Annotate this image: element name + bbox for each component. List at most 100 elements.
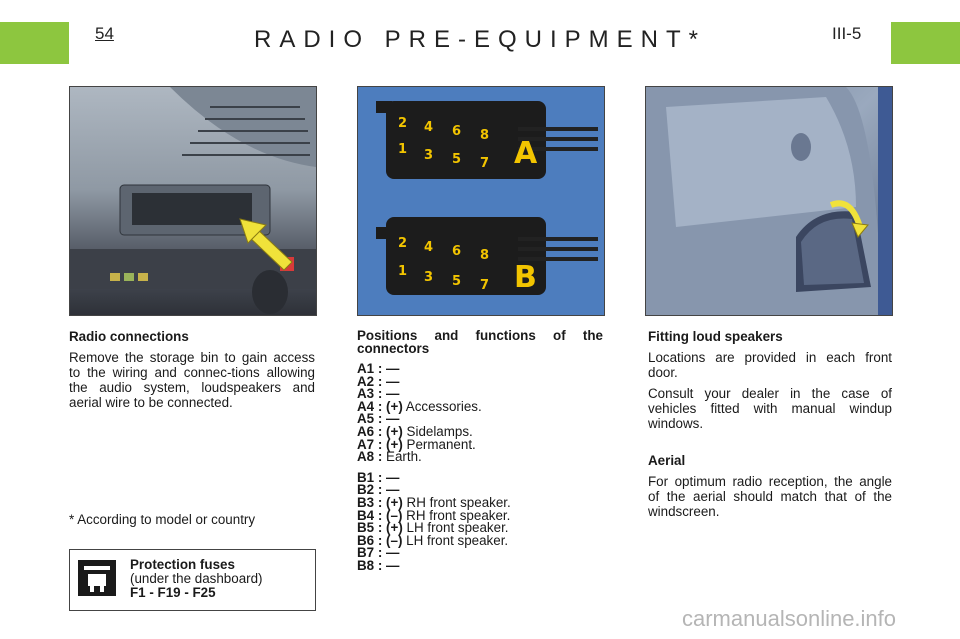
loud-speakers-heading: Fitting loud speakers bbox=[648, 329, 783, 344]
connector-polarity: (–) bbox=[386, 507, 403, 523]
pin-b-7: 7 bbox=[480, 278, 489, 293]
connector-item: A7 : (+) Permanent. bbox=[357, 436, 603, 452]
door-illustration bbox=[646, 87, 892, 315]
fuse-codes: F1 - F19 - F25 bbox=[130, 585, 216, 600]
pin-a-4: 4 bbox=[424, 120, 433, 135]
connector-positions-section: Positions and functions of the connector… bbox=[357, 329, 603, 573]
pin-b-4: 4 bbox=[424, 240, 433, 255]
fuse-location: (under the dashboard) bbox=[130, 571, 263, 586]
connector-code: B3 : bbox=[357, 494, 383, 510]
connector-polarity: (+) bbox=[386, 423, 403, 439]
connector-item: A1 : — bbox=[357, 361, 603, 376]
connector-positions-heading: Positions and functions of the connector… bbox=[357, 328, 603, 356]
dashboard-illustration bbox=[70, 87, 316, 314]
connector-code: B5 : bbox=[357, 520, 383, 536]
connector-code: A7 : bbox=[357, 436, 383, 452]
fuse-icon bbox=[78, 560, 116, 596]
page-number[interactable]: 54 bbox=[95, 24, 114, 43]
connector-code: A2 : bbox=[357, 373, 383, 389]
connector-b-list: B1 : — B2 : — B3 : (+) RH front speaker.… bbox=[357, 469, 603, 573]
connector-polarity: — bbox=[386, 482, 400, 498]
connector-item: B4 : (–) RH front speaker. bbox=[357, 507, 603, 523]
connector-polarity: — bbox=[386, 545, 400, 561]
connector-description: RH front speaker. bbox=[406, 494, 511, 510]
connector-code: B2 : bbox=[357, 482, 383, 498]
connector-code: A1 : bbox=[357, 361, 383, 376]
connector-description: Permanent. bbox=[406, 436, 476, 452]
connector-code: B1 : bbox=[357, 469, 383, 485]
pin-b-8: 8 bbox=[480, 248, 489, 263]
connector-item: B8 : — bbox=[357, 557, 603, 573]
radio-connections-section: Radio connections Remove the storage bin… bbox=[69, 329, 315, 410]
connector-code: B4 : bbox=[357, 507, 383, 523]
connector-description: LH front speaker. bbox=[406, 520, 509, 536]
radio-connections-heading: Radio connections bbox=[69, 329, 189, 344]
connector-code: A8 : bbox=[357, 449, 383, 465]
connector-item: B5 : (+) LH front speaker. bbox=[357, 520, 603, 536]
pin-a-7: 7 bbox=[480, 156, 489, 171]
watermark: carmanualsonline.info bbox=[682, 606, 897, 631]
connector-polarity: — bbox=[386, 411, 400, 427]
loud-speakers-p1: Locations are provided in each front doo… bbox=[648, 350, 892, 380]
connector-item: A3 : — bbox=[357, 386, 603, 402]
connector-polarity: — bbox=[386, 386, 400, 402]
connector-item: B6 : (–) LH front speaker. bbox=[357, 532, 603, 548]
connector-item: B1 : — bbox=[357, 469, 603, 485]
connector-item: A2 : — bbox=[357, 373, 603, 389]
door-speaker-photo bbox=[645, 86, 893, 316]
connector-code: A4 : bbox=[357, 398, 383, 414]
connector-polarity: — bbox=[386, 469, 400, 485]
connector-polarity: — bbox=[386, 373, 400, 389]
connector-polarity: (+) bbox=[386, 398, 403, 414]
pin-a-6: 6 bbox=[452, 124, 461, 139]
pin-a-8: 8 bbox=[480, 128, 489, 143]
connector-code: B8 : bbox=[357, 557, 383, 573]
pin-b-1: 1 bbox=[398, 264, 407, 279]
connector-description: LH front speaker. bbox=[406, 532, 509, 548]
connector-item: A6 : (+) Sidelamps. bbox=[357, 423, 603, 439]
pin-b-2: 2 bbox=[398, 236, 407, 251]
connector-item: A8 : Earth. bbox=[357, 449, 603, 465]
connector-polarity: — bbox=[386, 361, 400, 376]
header-green-block-right bbox=[891, 22, 960, 64]
fuse-info: Protection fuses (under the dashboard) F… bbox=[130, 558, 263, 600]
connector-b: 2 4 6 8 1 3 5 7 B bbox=[376, 217, 598, 295]
pin-a-5: 5 bbox=[452, 152, 461, 167]
connector-item: B3 : (+) RH front speaker. bbox=[357, 494, 603, 510]
connector-a: 2 4 6 8 1 3 5 7 A bbox=[376, 101, 598, 179]
connector-item: B2 : — bbox=[357, 482, 603, 498]
section-reference: III-5 bbox=[832, 24, 862, 43]
connector-description: Accessories. bbox=[405, 398, 482, 414]
dashboard-photo bbox=[69, 86, 317, 316]
pin-a-3: 3 bbox=[424, 148, 433, 163]
connector-description: Sidelamps. bbox=[406, 423, 473, 439]
connector-polarity: — bbox=[386, 557, 400, 573]
connector-label-a: A bbox=[514, 136, 538, 171]
connector-code: B6 : bbox=[357, 532, 383, 548]
pin-b-3: 3 bbox=[424, 270, 433, 285]
page-title: RADIO PRE-EQUIPMENT* bbox=[253, 26, 707, 53]
connector-code: A6 : bbox=[357, 423, 383, 439]
footnote: * According to model or country bbox=[69, 512, 256, 527]
connector-item: A5 : — bbox=[357, 411, 603, 427]
pin-b-6: 6 bbox=[452, 244, 461, 259]
connector-polarity: (+) bbox=[386, 520, 403, 536]
connector-a-list: A1 : — A2 : — A3 : — A4 : (+) Accessorie… bbox=[357, 361, 603, 465]
aerial-body: For optimum radio reception, the angle o… bbox=[648, 474, 892, 519]
connector-description: RH front speaker. bbox=[406, 507, 511, 523]
pin-a-2: 2 bbox=[398, 116, 407, 131]
connector-item: A4 : (+) Accessories. bbox=[357, 398, 603, 414]
connector-item: B7 : — bbox=[357, 545, 603, 561]
protection-fuses-box: Protection fuses (under the dashboard) F… bbox=[69, 549, 316, 611]
connectors-illustration: 2 4 6 8 1 3 5 7 A 2 4 6 8 1 3 5 7 B bbox=[376, 101, 598, 295]
connector-polarity: (–) bbox=[386, 532, 403, 548]
aerial-heading: Aerial bbox=[648, 453, 686, 468]
connector-code: B7 : bbox=[357, 545, 383, 561]
connector-polarity: (+) bbox=[386, 494, 403, 510]
fuse-title: Protection fuses bbox=[130, 557, 235, 572]
connectors-diagram: 2 4 6 8 1 3 5 7 A 2 4 6 8 1 3 5 7 B bbox=[357, 86, 605, 316]
pin-b-5: 5 bbox=[452, 274, 461, 289]
loud-speakers-section: Fitting loud speakers Locations are prov… bbox=[648, 329, 892, 519]
radio-connections-body: Remove the storage bin to gain access to… bbox=[69, 350, 315, 410]
pin-a-1: 1 bbox=[398, 142, 407, 157]
